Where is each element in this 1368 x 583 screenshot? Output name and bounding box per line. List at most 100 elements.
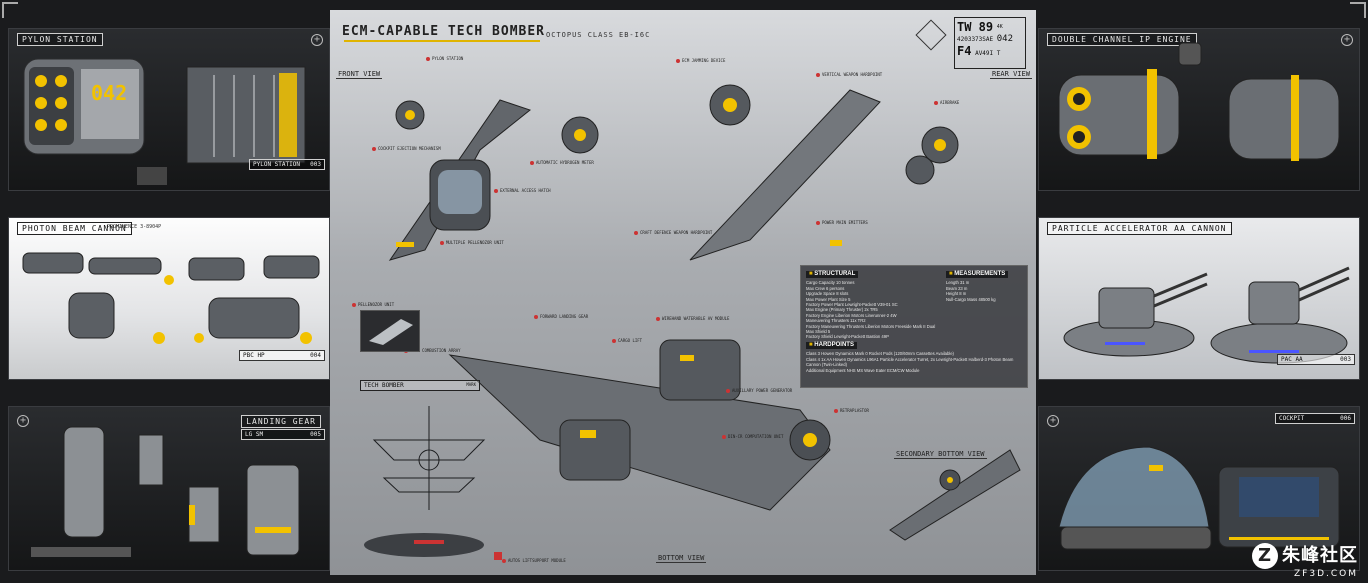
- callout: EXTERNAL ACCESS HATCH: [494, 188, 551, 193]
- spec-line: Max Engine (Primary Thruster) 2x TR5: [806, 307, 878, 313]
- panel-title: PARTICLE ACCELERATOR AA CANNON: [1047, 222, 1232, 235]
- spec-line: Factory Maneuvering Thrusters Liberion M…: [806, 323, 936, 329]
- callout: CARGO LIFT: [612, 338, 642, 343]
- callout: WIREHAND WATERABLE AV MODULE: [656, 316, 729, 321]
- plate-num: 005: [310, 431, 321, 438]
- callout: RETRAPLASTOR: [834, 408, 869, 413]
- plate-num: 004: [310, 352, 321, 359]
- page-title: ECM-CAPABLE TECH BOMBER: [342, 24, 546, 39]
- expand-icon[interactable]: +: [1047, 415, 1059, 427]
- plate-num: 003: [1340, 356, 1351, 363]
- panel-title: DOUBLE CHANNEL IP ENGINE: [1047, 33, 1197, 46]
- front-view-label: FRONT VIEW: [336, 70, 383, 79]
- thumbnail-ship: [369, 319, 413, 345]
- spec-sheet: STRUCTURAL Cargo Capacity 10 tonnes Max …: [800, 265, 1028, 388]
- callout: COCKPIT EJECTION MECHANISM: [372, 146, 441, 151]
- spec-line: Upgrade Space 8 slots: [806, 291, 849, 297]
- hardpoints-heading: HARDPOINTS: [806, 341, 857, 350]
- spec-line: Max Power Plant Size 5: [806, 296, 851, 302]
- pylon-code: 042: [91, 81, 128, 105]
- callout: ECM JAMMING DEVICE: [676, 58, 725, 63]
- callout: VERTICAL WEAPON HARDPOINT: [816, 72, 882, 77]
- pylon-station-panel: PYLON STATION + 042 PYLON STATION 003: [8, 28, 330, 191]
- spec-line: Class 3 Howen Dynamics Mark 0 Rocket Pod…: [806, 351, 954, 357]
- plate-num: 003: [310, 161, 321, 168]
- blueprint-views: [364, 406, 486, 557]
- callout: DIN-CR COMPUTATION UNIT: [722, 434, 783, 439]
- landing-gear-plate: LG SM 005: [241, 429, 325, 440]
- cockpit-panel: + COCKPIT 006: [1038, 406, 1360, 571]
- spec-line: Height 8 m: [946, 291, 967, 297]
- tb-tag: MARK: [466, 382, 476, 387]
- plate-num: 006: [1340, 415, 1351, 422]
- plate-label: PYLON STATION: [253, 161, 300, 168]
- photon-beam-cannon-panel: PHOTON BEAM CANNON PROMINENCE 3-8904P PB…: [8, 217, 330, 380]
- spec-line: Cargo Capacity 10 tonnes: [806, 280, 855, 286]
- id-box: TW 89 4K 4203373SAE 042 F4 AV49I T: [954, 17, 1026, 69]
- ship-renders: [388, 84, 1021, 541]
- spec-line: Max Shield 5: [806, 329, 831, 335]
- callout: FORWARD LANDING GEAR: [534, 314, 588, 319]
- callout: CRAFT DEFENCE WEAPON HARDPOINT: [634, 230, 712, 235]
- aa-cannon-render: [1063, 266, 1350, 364]
- panel-title: PYLON STATION: [17, 33, 103, 46]
- frame-corner: [1350, 2, 1366, 18]
- title-underline: [344, 40, 540, 42]
- spec-line: Max Crew 6 persons: [806, 285, 845, 291]
- frame-corner: [2, 2, 18, 18]
- spec-line: Null-Cargo Mass 48500 kg: [946, 296, 996, 302]
- callout: MAIN COMBUSTION ARRAY: [404, 348, 461, 353]
- watermark-brand: 朱峰社区: [1282, 545, 1358, 566]
- callout: POWER MAIN EMITTERS: [816, 220, 868, 225]
- spec-line: Maneuvering Thrusters 11x TR2: [806, 318, 866, 324]
- measurements-column: MEASUREMENTS Length 31 m Beam 23 m Heigh…: [946, 269, 1009, 340]
- pylon-plate: PYLON STATION 003: [249, 159, 325, 170]
- tb-label: TECH BOMBER: [364, 382, 404, 389]
- particle-accelerator-panel: PARTICLE ACCELERATOR AA CANNON PAC AA 00…: [1038, 217, 1360, 380]
- rear-view-label: REAR VIEW: [990, 70, 1032, 79]
- page-subtitle: OCTOPUS CLASS EB-I6C: [546, 31, 651, 39]
- spec-line: Length 31 m: [946, 280, 970, 286]
- cockpit-plate: COCKPIT 006: [1275, 413, 1355, 424]
- callout: AUTOS LIFTSUPPORT MODULE: [502, 558, 566, 563]
- expand-icon[interactable]: +: [17, 415, 29, 427]
- id-line3: F4: [957, 44, 972, 58]
- watermark-url: ZF3D.COM: [1294, 569, 1358, 579]
- spec-line: Class 4 1x AA Howen Dynamics L96A1 Parti…: [806, 356, 1014, 368]
- callout: AUTOMATIC HYDROGEN METER: [530, 160, 594, 165]
- watermark-logo-icon: Z: [1252, 543, 1278, 569]
- spec-line: Factory Engine Liberion Motors Linerunne…: [806, 312, 897, 318]
- callout: AUXILLARY POWER GENERATOR: [726, 388, 792, 393]
- expand-icon[interactable]: +: [311, 34, 323, 46]
- id-num: 042: [996, 34, 1014, 44]
- plate-label: PAC AA: [1281, 356, 1303, 363]
- panel-title: LANDING GEAR: [241, 415, 321, 428]
- panel-subtitle: PROMINENCE 3-8904P: [107, 224, 162, 230]
- expand-icon[interactable]: +: [1341, 34, 1353, 46]
- landing-gear-render: [31, 426, 300, 557]
- landing-gear-panel: + LANDING GEAR LG SM 005: [8, 406, 330, 571]
- structural-heading: STRUCTURAL: [806, 271, 859, 279]
- cannon-render: [22, 252, 320, 344]
- plate-label: LG SM: [245, 431, 264, 438]
- structural-column: STRUCTURAL Cargo Capacity 10 tonnes Max …: [806, 269, 936, 340]
- id-super: 4K: [996, 24, 1003, 30]
- top-view-thumbnail: [360, 310, 420, 352]
- plate-label: PBC HP: [243, 352, 265, 359]
- cockpit-render: [1058, 446, 1340, 550]
- spec-line: Additional Equipment NHS MS Wave Eater E…: [806, 367, 920, 373]
- callout: PYLON STATION: [426, 56, 463, 61]
- pylon-render: [23, 58, 306, 185]
- callout: PELLENOZOR UNIT: [352, 302, 394, 307]
- cannon-plate: PBC HP 004: [239, 350, 325, 361]
- id-line3b: AV49I T: [975, 50, 1001, 57]
- secondary-bottom-view-label: SECONDARY BOTTOM VIEW: [894, 450, 987, 459]
- center-sheet: ECM-CAPABLE TECH BOMBER OCTOPUS CLASS EB…: [330, 10, 1036, 575]
- callout: MULTIPLE PELLENOZOR UNIT: [440, 240, 504, 245]
- ip-engine-panel: DOUBLE CHANNEL IP ENGINE +: [1038, 28, 1360, 191]
- panel-title: PHOTON BEAM CANNON: [17, 222, 132, 235]
- aa-plate: PAC AA 003: [1277, 354, 1355, 365]
- engine-render: [1058, 42, 1340, 161]
- callout: AIRBRAKE: [934, 100, 959, 105]
